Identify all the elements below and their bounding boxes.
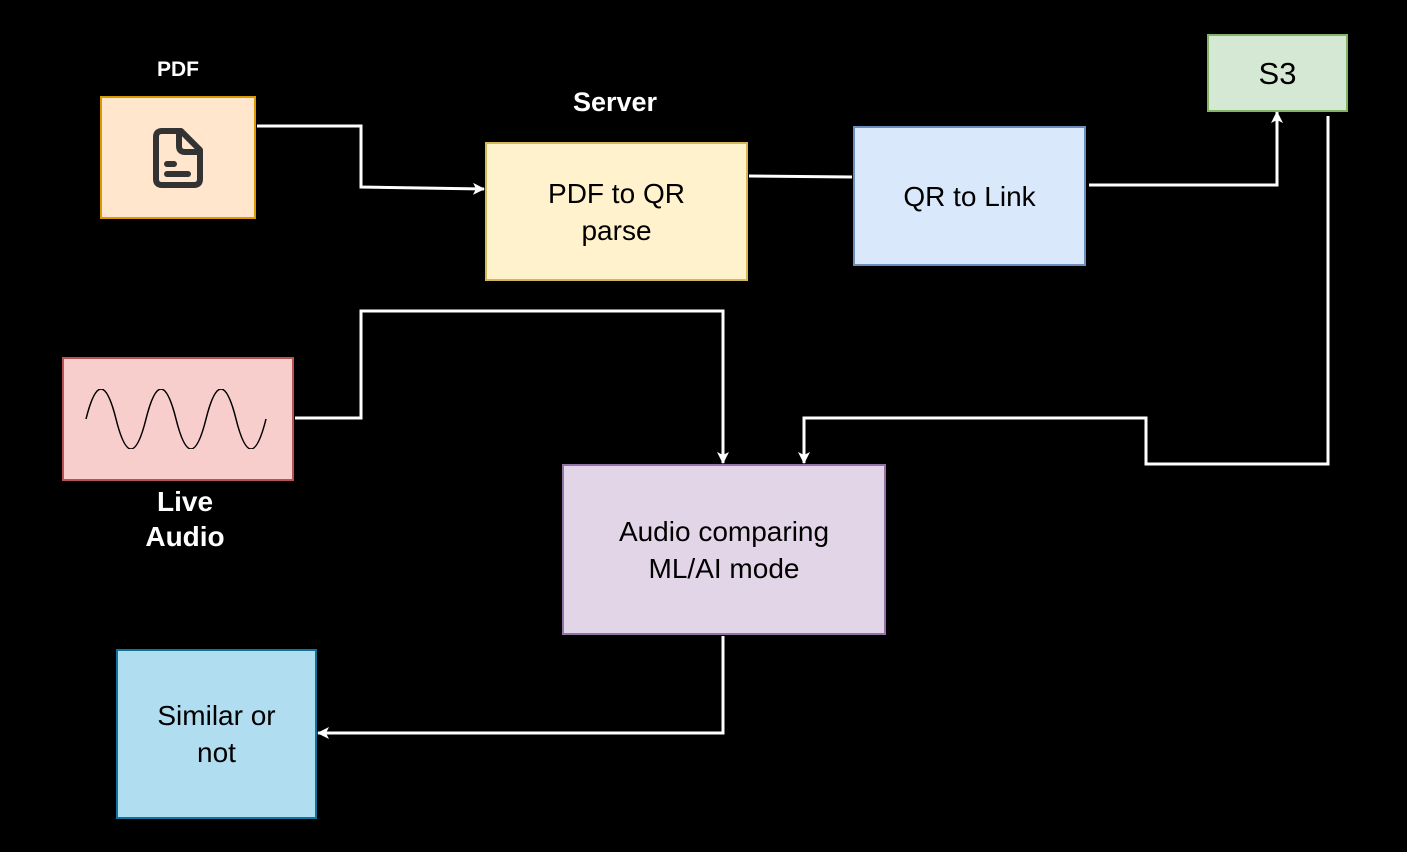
connector-pdf-to-server <box>257 124 485 195</box>
live-audio-node[interactable] <box>62 357 294 481</box>
pdf-to-qr-node[interactable]: PDF to QR parse <box>485 142 748 281</box>
pdf-label: PDF <box>157 58 199 81</box>
live-audio-label: Live Audio <box>145 486 225 552</box>
audio-compare-text: Audio comparing ML/AI mode <box>618 515 830 584</box>
s3-text: S3 <box>1258 55 1297 91</box>
result-text: Similar or not <box>157 700 276 768</box>
pdf-to-qr-text: PDF to QR parse <box>548 177 685 246</box>
audio-compare-node[interactable]: Audio comparing ML/AI mode <box>562 464 886 635</box>
qr-to-link-node[interactable]: QR to Link <box>853 126 1086 266</box>
pdf-source-node[interactable] <box>100 96 256 219</box>
s3-node[interactable]: S3 <box>1207 34 1348 112</box>
connector-server-to-qr-link <box>748 174 853 179</box>
server-label: Server <box>572 87 658 117</box>
qr-to-link-text: QR to Link <box>903 180 1036 212</box>
document-icon <box>153 127 203 188</box>
sine-wave-icon <box>85 389 267 449</box>
result-node[interactable]: Similar or not <box>116 649 317 819</box>
connector-s3-to-compare <box>798 116 1330 466</box>
connector-qr-link-to-s3 <box>1089 111 1283 187</box>
connector-compare-to-result <box>317 636 725 739</box>
connector-live-audio-to-compare <box>295 309 729 464</box>
